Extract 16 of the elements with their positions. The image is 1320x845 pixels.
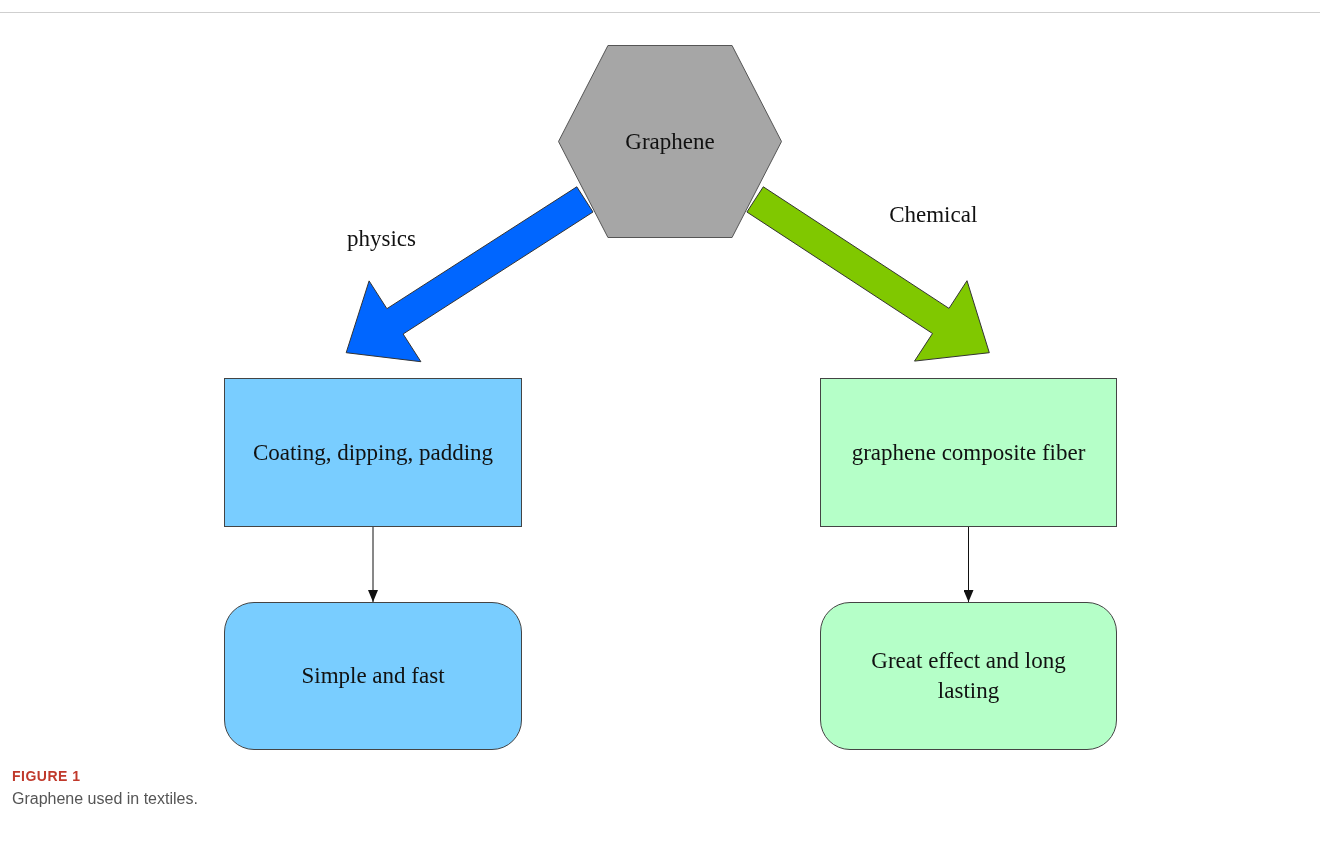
node-text: Great effect and long lasting	[870, 647, 1067, 705]
arrow	[963, 526, 974, 603]
caption: Graphene used in textiles.	[12, 790, 198, 808]
hexagon-shape	[558, 45, 782, 238]
node-text: Graphene	[625, 127, 715, 156]
node-text: Simple and fast	[301, 662, 445, 691]
block-arrow	[345, 186, 594, 363]
process-box	[224, 378, 522, 527]
arrow	[368, 526, 378, 603]
rounded-box	[224, 602, 522, 750]
node-text: graphene composite fiber	[851, 438, 1086, 467]
figure-label: FIGURE 1	[12, 768, 81, 784]
process-box	[820, 378, 1117, 527]
block-arrow	[746, 186, 990, 362]
rounded-box	[820, 602, 1117, 750]
node-text: Coating, dipping, padding	[252, 438, 494, 467]
